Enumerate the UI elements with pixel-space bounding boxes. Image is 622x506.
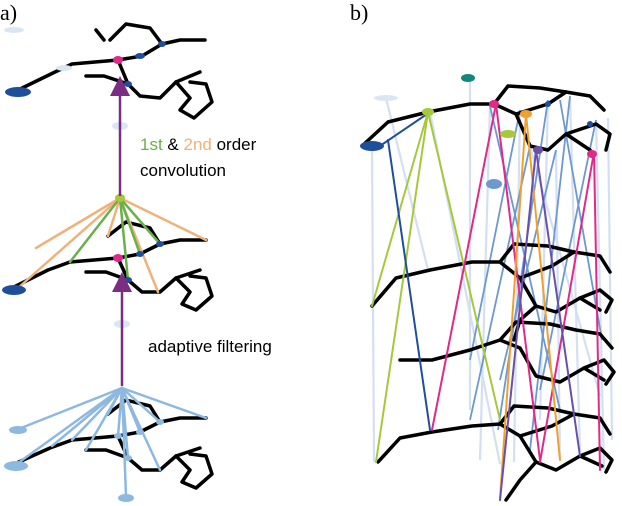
second-order-edge (16, 196, 122, 290)
atom-node (136, 251, 144, 257)
atom-node (136, 429, 144, 435)
molecule-b-nodes (360, 74, 597, 189)
atom-node (115, 194, 125, 202)
atom-node (4, 461, 28, 471)
second-order-edge (106, 196, 122, 238)
atom-node (4, 27, 24, 33)
filter-edge (70, 386, 124, 442)
molecule-layer-top (360, 84, 612, 152)
filter-edge (120, 386, 162, 424)
second-order-edge (118, 196, 208, 242)
first-order-edge (68, 196, 122, 264)
green-filter-edge (371, 111, 429, 307)
adaptive-filter-edges (12, 386, 208, 498)
purple-filter-edge (499, 149, 537, 501)
atom-node (113, 254, 123, 262)
molecule-top (12, 22, 214, 120)
atom-node (124, 455, 132, 461)
atom-node (360, 141, 384, 151)
filter-edge (12, 386, 124, 468)
atom-node (587, 121, 593, 127)
filter-edge (14, 386, 124, 432)
atom-node (486, 179, 502, 189)
atom-node (374, 95, 398, 101)
orange-filter-edge (525, 113, 561, 461)
colored-filter-edges (371, 103, 601, 501)
atom-node (489, 100, 499, 108)
molecule-middle (6, 220, 214, 312)
second-order-edge (34, 196, 122, 250)
atom-node (545, 101, 551, 107)
atom-node (114, 433, 122, 439)
atom-node (587, 150, 597, 158)
dark-blue-filter-edge (373, 111, 431, 151)
molecule-layer-bottom (376, 404, 614, 502)
pink-filter-edge (495, 103, 541, 461)
layer-connection-blue-edges (469, 95, 603, 451)
atom-node (158, 41, 166, 47)
atom-node (9, 426, 27, 434)
panel-b-label: b) (350, 0, 368, 25)
atom-node (5, 87, 31, 97)
atom-node (520, 110, 532, 118)
atom-node (118, 494, 134, 502)
atom-node (56, 65, 72, 71)
atom-node (2, 285, 26, 295)
panel-a-label: a) (0, 0, 17, 25)
convolution-label-line2: convolution (140, 161, 226, 180)
filter-edge (120, 386, 208, 420)
atom-node (113, 56, 123, 64)
molecule-bottom (8, 398, 214, 490)
atom-node (156, 419, 164, 425)
pink-filter-edge (539, 151, 595, 463)
filter-edge (50, 386, 124, 448)
filter-edge (120, 386, 162, 472)
atom-node (124, 277, 132, 283)
convolution-label-line1: 1st & 2nd order (140, 135, 257, 154)
atom-node (533, 146, 543, 154)
molecule-bottom-nodes (4, 419, 164, 502)
dark-blue-filter-edge (387, 139, 431, 431)
filter-edge (120, 386, 128, 498)
first-order-edge (118, 196, 162, 246)
filter-edge (84, 386, 124, 452)
atom-node (124, 81, 132, 87)
molecule-middle-nodes (2, 194, 164, 328)
pink-filter-edge (431, 103, 497, 431)
first-order-edge (118, 196, 130, 282)
first-second-order-edges (16, 196, 208, 294)
atom-node (135, 53, 145, 59)
green-filter-edge (375, 111, 429, 463)
atom-node (422, 108, 434, 116)
atom-node (461, 74, 475, 82)
molecule-top-nodes (4, 27, 166, 130)
adaptive-filtering-label: adaptive filtering (148, 337, 272, 356)
first-order-edge (118, 196, 142, 256)
orange-filter-edge (499, 113, 527, 501)
pink-filter-edge (593, 151, 601, 471)
atom-node (500, 130, 516, 138)
purple-filter-edge (535, 149, 581, 457)
atom-node (156, 241, 164, 247)
